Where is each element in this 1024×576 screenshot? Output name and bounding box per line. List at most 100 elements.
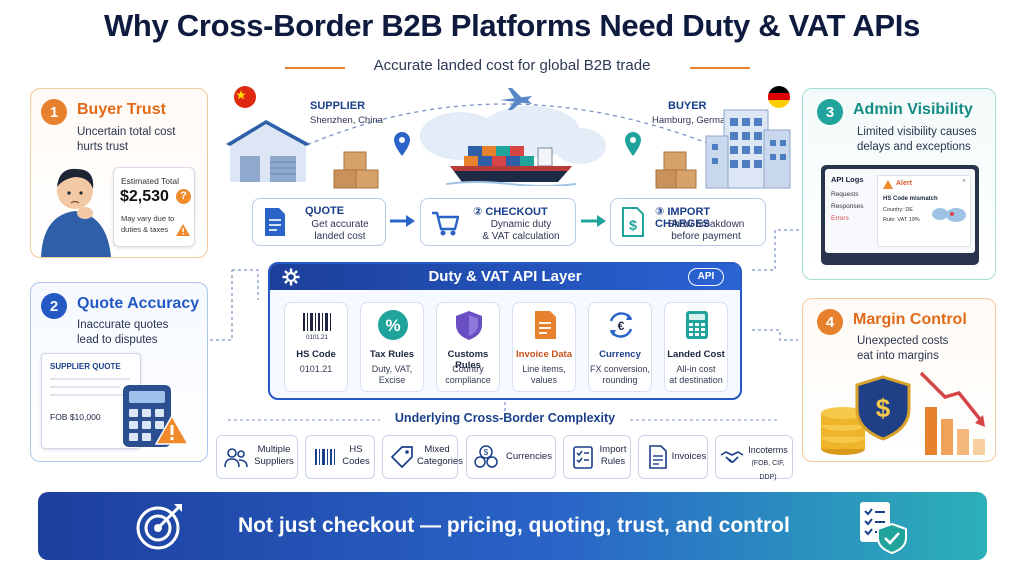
complexity-item-currencies: $ Currencies (466, 435, 556, 479)
invoice-icon (649, 445, 667, 469)
page-subtitle: Accurate landed cost for global B2B trad… (373, 57, 651, 74)
tile-title: HS Code (296, 349, 336, 360)
document-value: FOB $10,000 (50, 412, 101, 422)
monitor-frame: API Logs Requests Responses Errors Alert… (821, 165, 979, 265)
complexity-item-incoterms: Incoterms(FOB, CIF, DDP) (715, 435, 793, 481)
location-pin-icon (394, 132, 410, 156)
office-building-icon (705, 109, 791, 189)
subtitle-divider-left (285, 67, 345, 69)
warning-icon (155, 415, 189, 445)
gear-icon (282, 268, 300, 286)
supplier-location: Shenzhen, China (310, 115, 383, 126)
currency-exchange-icon: € (609, 312, 633, 338)
estimate-panel: Estimated Total $2,530 ? May vary due to… (113, 167, 195, 247)
card-number-badge: 2 (41, 293, 67, 319)
tile-desc: Duty, VAT,Excise (371, 364, 413, 385)
tile-title: Customs Rules (447, 349, 489, 371)
checklist-shield-icon (860, 502, 907, 554)
card-title: Margin Control (853, 311, 967, 328)
calculator-icon (123, 385, 171, 447)
alert-line: Rule: VAT 19% (883, 217, 920, 223)
warning-icon (883, 180, 893, 189)
api-layer-title: Duty & VAT API Layer (428, 268, 582, 285)
card-number-badge: 3 (817, 99, 843, 125)
api-tile-invoice-data: Invoice Data Line items,values (512, 302, 576, 392)
declining-bars-icon (919, 371, 985, 455)
airplane-icon (500, 88, 532, 110)
card-desc-line1: Uncertain total cost (77, 126, 176, 138)
complexity-title: Underlying Cross-Border Complexity (380, 411, 630, 425)
card-number-badge: 1 (41, 99, 67, 125)
checklist-icon (573, 446, 593, 469)
bottom-banner: Not just checkout — pricing, quoting, tr… (38, 492, 987, 560)
complexity-label: Incoterms(FOB, CIF, DDP) (748, 445, 788, 481)
complexity-item-invoices: Invoices (638, 435, 708, 479)
svg-text:$: $ (629, 217, 637, 233)
boxes-icon (655, 151, 697, 189)
dollar-shield-icon: $ (855, 375, 911, 441)
flow-step-title: ③ IMPORT CHARGES (655, 206, 711, 230)
flow-step-title: ② CHECKOUT (473, 206, 548, 218)
margin-control-card: 4 Margin Control Unexpected costs eat in… (802, 298, 996, 462)
logs-item: Responses (831, 203, 864, 210)
svg-text:0101.21: 0101.21 (306, 335, 328, 341)
target-icon (136, 504, 182, 550)
alert-title: Alert (896, 180, 912, 187)
api-layer-header: Duty & VAT API Layer API (270, 264, 740, 290)
tile-desc: FX conversion,rounding (589, 364, 651, 385)
location-pin-icon (625, 132, 641, 156)
card-desc-line2: hurts trust (77, 141, 129, 153)
card-desc-line2: eat into margins (857, 350, 939, 362)
estimate-note-line1: May vary due to (121, 214, 175, 223)
api-cloud-icon: API (688, 268, 724, 286)
tile-title: Currency (599, 349, 641, 360)
svg-text:$: $ (484, 448, 489, 457)
card-desc-line2: lead to disputes (77, 334, 158, 346)
tile-title: Landed Cost (667, 349, 725, 360)
tile-desc: Line items,values (522, 364, 566, 385)
cargo-ship-icon (446, 146, 576, 186)
question-icon: ? (176, 189, 191, 204)
margin-decline-illustration: $ (821, 371, 985, 455)
card-desc-line1: Limited visibility causes (857, 126, 977, 138)
buyer-trust-card: 1 Buyer Trust Uncertain total cost hurts… (30, 88, 208, 258)
svg-text:%: % (385, 316, 400, 335)
card-number-badge: 4 (817, 309, 843, 335)
percent-icon: % (378, 310, 408, 340)
card-desc-line1: Unexpected costs (857, 335, 949, 347)
estimate-note-line2: duties & taxes (121, 225, 169, 234)
api-layer-panel: Duty & VAT API Layer API 0101.21 HS Code… (268, 262, 742, 400)
warehouse-icon (226, 120, 310, 182)
shopping-cart-icon (432, 211, 459, 236)
tile-title: Tax Rules (369, 349, 415, 360)
flow-step-title: QUOTE (305, 205, 345, 217)
admin-visibility-card: 3 Admin Visibility Limited visibility ca… (802, 88, 996, 280)
card-title: Buyer Trust (77, 101, 166, 118)
arrow-right-icon (581, 215, 606, 227)
arrow-right-icon (390, 215, 415, 227)
shield-icon (456, 311, 482, 340)
confused-buyer-illustration (41, 168, 111, 257)
card-title: Admin Visibility (853, 101, 973, 118)
china-flag-icon (234, 86, 256, 108)
subtitle-divider-right (690, 67, 750, 69)
logs-item: Requests (831, 191, 859, 198)
card-desc-line2: delays and exceptions (857, 141, 971, 153)
complexity-label: Currencies (506, 451, 552, 462)
users-icon (224, 448, 248, 468)
svg-text:$: $ (876, 393, 891, 423)
logs-item: Errors (831, 215, 849, 222)
card-desc-line1: Inaccurate quotes (77, 319, 169, 331)
supplier-label: SUPPLIER (310, 100, 366, 112)
tile-desc: 0101.21 (299, 364, 333, 374)
